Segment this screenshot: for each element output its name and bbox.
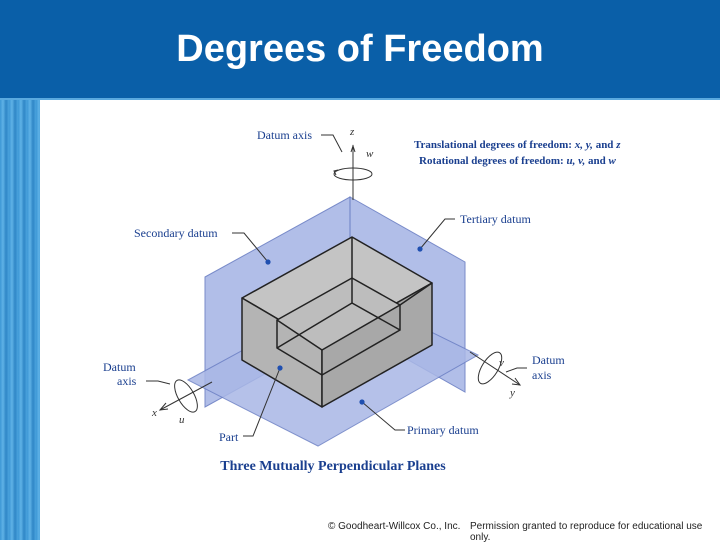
datum-axis-right-label-1: Datum bbox=[532, 353, 565, 367]
z-axis-letter: z bbox=[349, 126, 355, 138]
datum-planes-diagram: z w x u y v Datum axis Secondary datum T… bbox=[103, 126, 621, 474]
footer-copyright: © Goodheart-Willcox Co., Inc. bbox=[328, 521, 461, 532]
leader-lines bbox=[146, 134, 527, 437]
left-decorative-bar bbox=[0, 100, 40, 540]
x-datum-axis bbox=[158, 379, 213, 413]
header-stripe bbox=[0, 98, 720, 100]
secondary-datum-label: Secondary datum bbox=[134, 226, 218, 240]
slide-header: Degrees of Freedom bbox=[0, 0, 720, 100]
part-block bbox=[241, 236, 433, 408]
datum-axis-left-label-2: axis bbox=[117, 374, 137, 388]
rotational-dof-text: Rotational degrees of freedom: u, v, and… bbox=[419, 155, 617, 167]
datum-axis-left-label-1: Datum bbox=[103, 360, 136, 374]
y-datum-axis bbox=[469, 351, 522, 386]
part-label: Part bbox=[219, 430, 239, 444]
datum-axis-right-label-2: axis bbox=[532, 368, 552, 382]
w-axis-letter: w bbox=[366, 148, 374, 160]
z-datum-axis bbox=[333, 144, 373, 200]
translational-dof-text: Translational degrees of freedom: x, y, … bbox=[414, 139, 621, 151]
slide-title: Degrees of Freedom bbox=[176, 28, 544, 70]
x-axis-letter: x bbox=[151, 407, 157, 419]
y-axis-letter: y bbox=[509, 387, 515, 399]
u-axis-letter: u bbox=[179, 414, 185, 426]
datum-axis-top-label: Datum axis bbox=[257, 128, 312, 142]
v-axis-letter: v bbox=[499, 357, 504, 369]
primary-datum-label: Primary datum bbox=[407, 423, 479, 437]
leader-dots bbox=[265, 246, 423, 405]
footer-permission: Permission granted to reproduce for educ… bbox=[470, 521, 703, 543]
tertiary-datum-label: Tertiary datum bbox=[460, 212, 531, 226]
diagram-caption: Three Mutually Perpendicular Planes bbox=[220, 459, 446, 474]
